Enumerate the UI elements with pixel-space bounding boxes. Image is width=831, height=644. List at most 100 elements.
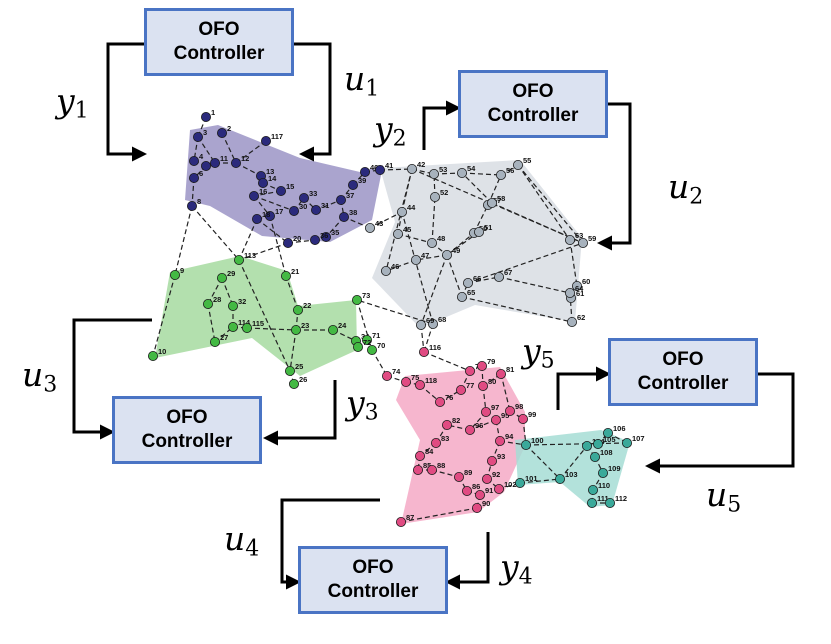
bus-label-76: 76 [445, 393, 453, 402]
bus-node-93: 93 [486, 452, 505, 466]
controller-2-line2: Controller [487, 105, 579, 126]
bus-label-70: 70 [377, 341, 385, 350]
edge-8-9 [174, 205, 193, 276]
ofo-controller-1: OFO Controller [144, 8, 294, 76]
feedback-arrow-2 [294, 42, 332, 162]
bus-label-33: 33 [309, 189, 317, 198]
bus-label-118: 118 [425, 376, 437, 385]
bus-node-20: 20 [282, 234, 301, 248]
bus-label-65: 65 [467, 288, 475, 297]
signal-y4: y4 [500, 547, 533, 590]
bus-node-85: 85 [412, 461, 431, 475]
nodes: 1234568111213141516171830203331373835363… [147, 108, 645, 528]
signal-u5: u5 [706, 475, 742, 518]
bus-node-35: 35 [320, 228, 339, 242]
bus-node-25: 25 [284, 362, 303, 376]
bus-node-10: 10 [147, 347, 166, 361]
edge-16-30 [253, 195, 295, 212]
bus-label-15: 15 [286, 182, 294, 191]
bus-node-60: 60 [572, 277, 590, 291]
bus-label-3: 3 [203, 128, 207, 137]
bus-label-54: 54 [467, 164, 476, 173]
bus-node-74: 74 [381, 367, 401, 381]
bus-node-4: 4 [188, 152, 204, 166]
bus-node-8: 8 [186, 197, 201, 211]
bus-node-65: 65 [456, 288, 475, 302]
bus-label-93: 93 [497, 452, 505, 461]
bus-node-95: 95 [490, 411, 509, 425]
edge-65-62 [461, 296, 573, 323]
bus-node-44: 44 [396, 203, 416, 217]
bus-node-86: 86 [461, 482, 480, 496]
bus-label-56: 56 [506, 166, 514, 175]
controller-3-line1: OFO [166, 407, 208, 428]
bus-node-73: 73 [351, 291, 370, 305]
bus-node-71: 71 [361, 331, 380, 345]
bus-node-115: 115 [241, 319, 264, 333]
edge-81-98 [500, 373, 511, 412]
bus-node-49: 49 [441, 246, 460, 260]
bus-node-75: 75 [400, 373, 419, 387]
bus-label-25: 25 [295, 362, 303, 371]
controller-4-line1: OFO [352, 557, 394, 578]
edge-9-10 [152, 274, 176, 357]
bus-node-33: 33 [298, 189, 317, 203]
bus-node-21: 21 [280, 267, 299, 281]
bus-label-113: 113 [244, 251, 256, 260]
bus-node-41: 41 [374, 161, 393, 175]
bus-label-95: 95 [501, 411, 509, 420]
bus-label-27: 27 [220, 333, 228, 342]
bus-node-72: 72 [352, 338, 371, 352]
bus-node-62: 62 [567, 313, 585, 327]
bus-node-92: 92 [481, 470, 500, 484]
bus-node-66: 66 [462, 274, 481, 288]
bus-node-3: 3 [192, 128, 207, 142]
bus-node-89: 89 [453, 468, 472, 482]
bus-label-89: 89 [464, 468, 472, 477]
bus-node-53: 53 [428, 165, 447, 179]
edge-58-54 [461, 172, 493, 204]
edge-54-56 [461, 172, 502, 176]
region-green [155, 256, 357, 376]
bus-label-73: 73 [362, 291, 370, 300]
bus-node-91: 91 [474, 486, 493, 500]
bus-label-72: 72 [363, 338, 371, 347]
bus-label-22: 22 [303, 301, 311, 310]
edge-103-104 [559, 445, 588, 480]
bus-node-111: 111 [587, 494, 609, 508]
bus-node-58: 58 [486, 194, 505, 208]
edge-42-46 [385, 168, 413, 272]
bus-label-18: 18 [262, 210, 270, 219]
bus-node-24: 24 [327, 321, 347, 335]
bus-label-37: 37 [346, 191, 354, 200]
bus-label-46: 46 [391, 262, 399, 271]
signal-u1: u1 [344, 59, 380, 102]
bus-node-48: 48 [426, 234, 445, 248]
bus-label-64: 64 [575, 284, 584, 293]
bus-node-117: 117 [260, 132, 283, 146]
edge-2-12 [221, 132, 237, 164]
bus-label-117: 117 [271, 132, 283, 141]
bus-label-116: 116 [429, 343, 441, 352]
bus-label-86: 86 [472, 482, 480, 491]
bus-label-59: 59 [588, 234, 596, 243]
bus-node-90: 90 [471, 499, 490, 513]
feedback-arrow-5 [72, 318, 152, 440]
bus-node-22: 22 [292, 301, 311, 315]
bus-label-61: 61 [576, 289, 584, 298]
bus-label-106: 106 [613, 424, 626, 433]
edge-42-59 [411, 168, 584, 244]
bus-label-42: 42 [417, 160, 425, 169]
bus-node-43: 43 [364, 219, 383, 233]
edge-43-44 [369, 211, 403, 229]
signal-u4: u4 [224, 519, 260, 562]
edge-29-32 [221, 277, 234, 307]
bus-label-66: 66 [473, 274, 481, 283]
bus-label-103: 103 [565, 470, 578, 479]
bus-node-11: 11 [209, 154, 228, 168]
controller-5-line2: Controller [637, 373, 729, 394]
bus-label-114: 114 [238, 318, 251, 327]
bus-label-21: 21 [291, 267, 299, 276]
bus-label-43: 43 [375, 219, 383, 228]
bus-label-53: 53 [439, 165, 447, 174]
